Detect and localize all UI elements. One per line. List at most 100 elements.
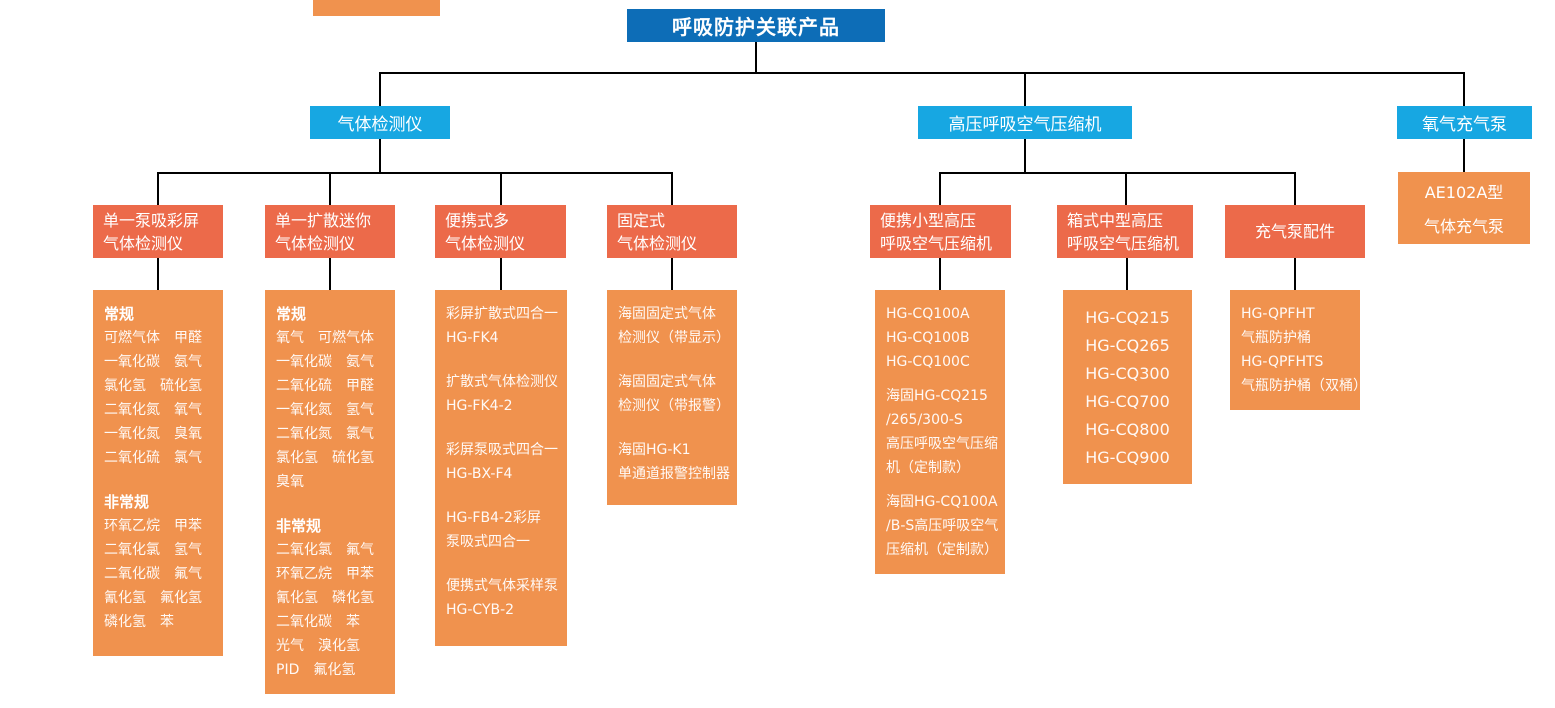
- list-item: [276, 494, 384, 514]
- connector-line: [379, 72, 381, 106]
- list-item: 单通道报警控制器: [618, 466, 730, 482]
- list-item: HG-CQ100C: [886, 354, 970, 370]
- group-header-line: 便携式多: [445, 210, 510, 230]
- group-header-portable-small-compressor: 便携小型高压 呼吸空气压缩机: [870, 205, 1011, 258]
- list-item: 检测仪（带显示）: [618, 330, 730, 346]
- list-item: 一氧化碳 氨气: [276, 354, 374, 370]
- list-item: HG-CQ900: [1085, 448, 1170, 467]
- root-node: 呼吸防护关联产品: [627, 9, 885, 42]
- list-item: 二氧化氮 氧气: [104, 402, 202, 418]
- list-item: HG-CQ100B: [886, 330, 970, 346]
- group-header-line: 气体检测仪: [617, 233, 698, 253]
- list-item: 非常规: [276, 517, 322, 535]
- connector-line: [500, 258, 502, 290]
- list-item: 机（定制款）: [886, 460, 970, 476]
- list-item: 海固HG-CQ215: [886, 388, 988, 404]
- group-header-line: 固定式: [617, 210, 666, 230]
- list-item: [446, 350, 556, 370]
- connector-line: [1024, 139, 1026, 172]
- connector-line: [379, 72, 1465, 74]
- connector-line: [1294, 258, 1296, 290]
- branch-gas-detector: 气体检测仪: [310, 106, 450, 139]
- list-item: HG-BX-F4: [446, 466, 513, 482]
- connector-line: [1294, 172, 1296, 205]
- connector-line: [1463, 139, 1465, 172]
- list-item: 彩屏扩散式四合一: [446, 306, 558, 322]
- connector-line: [1125, 172, 1127, 205]
- list-item: [104, 470, 212, 490]
- list-item: 气瓶防护桶: [1241, 330, 1311, 346]
- group-header-line: 充气泵配件: [1254, 222, 1335, 241]
- list-item: 扩散式气体检测仪: [446, 374, 558, 390]
- group-list-diffusion-mini-detector: 常规氧气 可燃气体一氧化碳 氨气二氧化硫 甲醛一氧化氮 氢气二氧化氮 氯气氯化氢…: [265, 290, 395, 694]
- list-item: 二氧化氮 氯气: [276, 426, 374, 442]
- list-item: 泵吸式四合一: [446, 534, 530, 550]
- list-item: 可燃气体 甲醛: [104, 330, 202, 346]
- list-item: 便携式气体采样泵: [446, 578, 558, 594]
- list-item: 一氧化氮 臭氧: [104, 426, 202, 442]
- list-item: 高压呼吸空气压缩: [886, 436, 998, 452]
- list-item: HG-CQ265: [1085, 336, 1170, 355]
- list-item: 一氧化氮 氢气: [276, 402, 374, 418]
- list-item: 气瓶防护桶（双桶）: [1241, 378, 1367, 394]
- list-item: [618, 418, 726, 438]
- list-item: 二氧化硫 氯气: [104, 450, 202, 466]
- list-item: 氯化氢 硫化氢: [104, 378, 202, 394]
- list-item: [446, 418, 556, 438]
- connector-line: [500, 172, 502, 205]
- list-item: 彩屏泵吸式四合一: [446, 442, 558, 458]
- connector-line: [671, 258, 673, 290]
- branch-label: 气体检测仪: [337, 115, 423, 135]
- list-item: 常规: [276, 305, 307, 323]
- list-item: 二氧化碳 苯: [276, 614, 360, 630]
- list-item: 臭氧: [276, 474, 304, 490]
- list-item: HG-QPFHTS: [1241, 354, 1324, 370]
- group-header-line: 呼吸空气压缩机: [1067, 233, 1180, 253]
- group-header-line: 呼吸空气压缩机: [880, 233, 993, 253]
- group-header-line: 气体检测仪: [103, 233, 184, 253]
- connector-line: [671, 172, 673, 205]
- list-item: 氰化氢 磷化氢: [276, 590, 374, 606]
- list-item: HG-QPFHT: [1241, 306, 1315, 322]
- list-item: 氧气 可燃气体: [276, 330, 374, 346]
- list-item: HG-CQ215: [1085, 308, 1170, 327]
- cropped-top-box: [313, 0, 440, 16]
- list-item: [886, 480, 994, 490]
- connector-line: [329, 258, 331, 290]
- group-header-line: 气体检测仪: [445, 233, 526, 253]
- connector-line: [157, 258, 159, 290]
- connector-line: [939, 258, 941, 290]
- list-item: PID 氟化氢: [276, 662, 356, 678]
- group-header-fixed-detector: 固定式 气体检测仪: [607, 205, 737, 258]
- connector-line: [157, 172, 673, 174]
- leaf-line: AE102A型: [1424, 183, 1504, 202]
- list-item: 光气 溴化氢: [276, 638, 360, 654]
- group-header-line: 气体检测仪: [275, 233, 356, 253]
- connector-line: [755, 42, 757, 72]
- list-item: 压缩机（定制款）: [886, 542, 998, 558]
- list-item: 海固HG-CQ100A: [886, 494, 998, 510]
- list-item: 检测仪（带报警）: [618, 398, 730, 414]
- list-item: /265/300-S: [886, 412, 963, 428]
- list-item: 海固固定式气体: [618, 306, 716, 322]
- list-item: 环氧乙烷 甲苯: [276, 566, 374, 582]
- branch-label: 氧气充气泵: [1422, 115, 1507, 135]
- group-header-portable-multi-gas-detector: 便携式多 气体检测仪: [435, 205, 566, 258]
- group-header-line: 单一扩散迷你: [275, 210, 372, 230]
- branch-hp-air-compressor: 高压呼吸空气压缩机: [918, 106, 1132, 139]
- list-item: HG-CYB-2: [446, 602, 515, 618]
- branch-oxygen-pump: 氧气充气泵: [1397, 106, 1532, 139]
- group-header-pump-accessories: 充气泵配件: [1225, 205, 1365, 258]
- group-header-cabinet-medium-compressor: 箱式中型高压 呼吸空气压缩机: [1057, 205, 1193, 258]
- list-item: 二氧化硫 甲醛: [276, 378, 374, 394]
- list-item: 氰化氢 氟化氢: [104, 590, 202, 606]
- branch-label: 高压呼吸空气压缩机: [948, 115, 1102, 135]
- group-list-pump-accessories: HG-QPFHT 气瓶防护桶 HG-QPFHTS 气瓶防护桶（双桶）: [1230, 290, 1367, 410]
- list-item: HG-FK4: [446, 330, 499, 346]
- connector-line: [939, 172, 941, 205]
- group-header-pump-colorscreen-detector: 单一泵吸彩屏 气体检测仪: [93, 205, 223, 258]
- list-item: 氯化氢 硫化氢: [276, 450, 374, 466]
- connector-line: [1126, 258, 1128, 290]
